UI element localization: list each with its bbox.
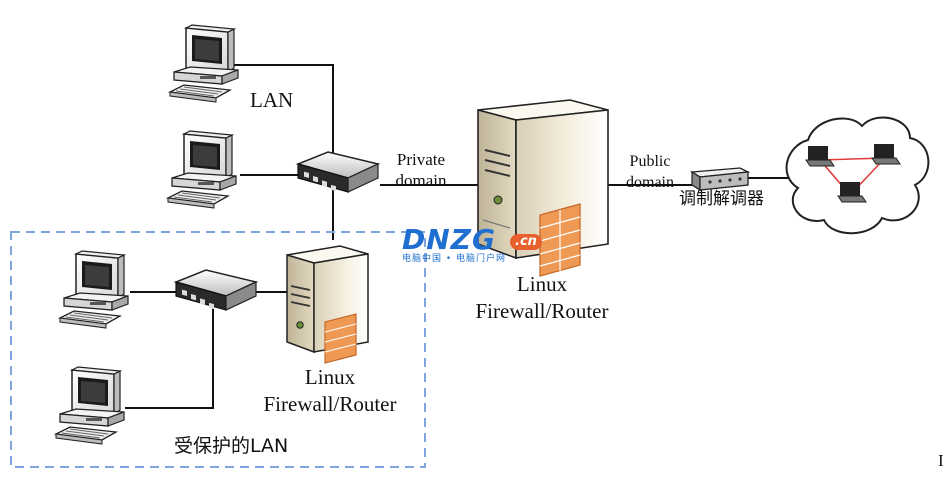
laptop-icon — [871, 144, 901, 165]
watermark-subtitle: 电脑中国 • 电脑门户网 — [402, 254, 507, 264]
main-router-line1: Linux — [516, 272, 568, 296]
private-domain-line2: domain — [395, 171, 447, 190]
firewall-icon — [324, 313, 357, 364]
server-tower-icon — [477, 99, 609, 260]
network-switch-icon — [175, 269, 257, 311]
edge-mark: I — [938, 451, 944, 470]
main-router-line2: Firewall/Router — [475, 299, 609, 323]
firewall-icon — [539, 203, 581, 277]
desktop-computer-icon — [169, 24, 239, 103]
laptop-icon — [805, 146, 835, 167]
internet-cloud-icon — [785, 116, 930, 235]
watermark-main-text: DNZG — [402, 223, 496, 256]
lan-label: LAN — [250, 88, 294, 112]
network-switch-icon — [297, 151, 379, 193]
modem-label: 调制解调器 — [679, 189, 764, 209]
inner-router-line1: Linux — [304, 365, 356, 389]
private-domain-line1: Private — [396, 150, 446, 169]
public-domain-line2: domain — [626, 174, 674, 191]
desktop-computer-icon — [55, 366, 125, 445]
main-router-label: Linux Firewall/Router — [452, 271, 632, 325]
inner-router-label: Linux Firewall/Router — [240, 364, 420, 418]
watermark-logo: DNZG .cn 电脑中国 • 电脑门户网 — [402, 226, 562, 270]
modem-icon — [689, 167, 751, 192]
protected-lan-boundary — [10, 231, 426, 468]
protected-lan-label: 受保护的LAN — [174, 435, 289, 457]
public-domain-line1: Public — [629, 153, 671, 170]
inner-router-line2: Firewall/Router — [263, 392, 397, 416]
desktop-computer-icon — [167, 130, 237, 209]
laptop-icon — [837, 182, 867, 203]
desktop-computer-icon — [59, 250, 129, 329]
private-domain-label: Private domain — [380, 149, 462, 191]
watermark-suffix: .cn — [510, 234, 542, 251]
public-domain-label: Public domain — [612, 151, 688, 193]
